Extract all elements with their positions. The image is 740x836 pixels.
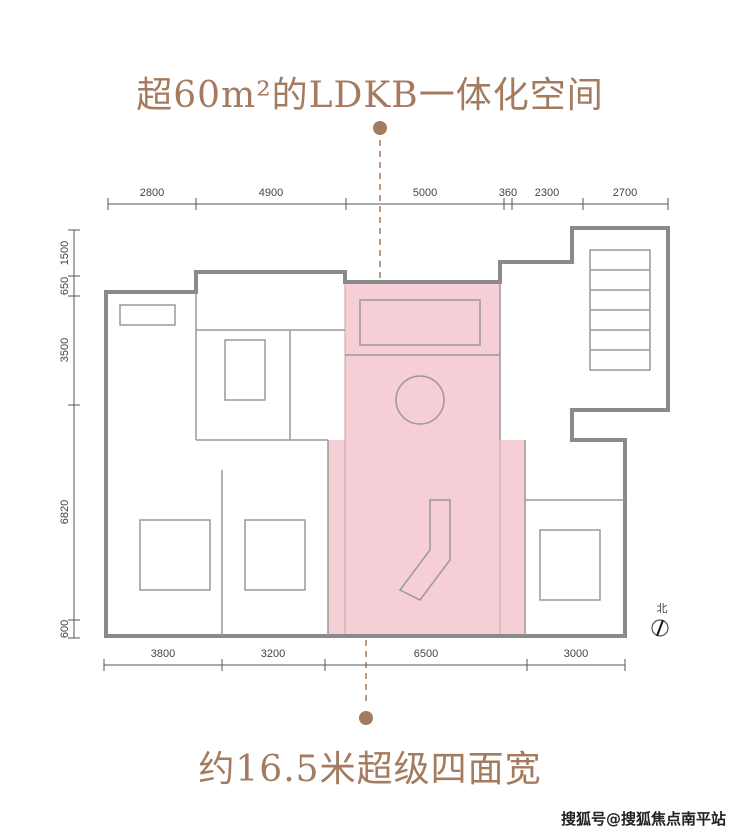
watermark: 搜狐号@搜狐焦点南平站	[560, 810, 726, 828]
headline: 超60m²的LDKB一体化空间	[136, 75, 604, 116]
bottom-marker-dot	[359, 711, 373, 725]
top-marker-dot	[373, 121, 387, 135]
dim-top: 360	[499, 187, 517, 199]
dim-top: 2700	[613, 187, 637, 199]
dim-left: 6820	[59, 500, 71, 524]
dim-top: 2800	[140, 187, 164, 199]
dim-left: 1500	[59, 241, 71, 265]
dim-top: 2300	[535, 187, 559, 199]
dim-bottom: 3200	[261, 648, 285, 660]
dim-bottom: 3800	[151, 648, 175, 660]
dim-bottom: 3000	[564, 648, 588, 660]
dim-left: 3500	[59, 338, 71, 362]
dim-bottom: 6500	[414, 648, 438, 660]
subheadline: 约16.5米超级四面宽	[198, 749, 542, 790]
north-label: 北	[657, 602, 668, 615]
dim-top: 4900	[259, 187, 283, 199]
ldkb-highlight	[328, 281, 525, 637]
bottom-dimension-line: 3800 3200 6500 3000	[103, 648, 626, 671]
left-dimension-line: 1500 650 3500 6820 600	[59, 229, 80, 639]
top-dimension-line: 2800 4900 5000 360 2300 2700	[107, 187, 669, 210]
interior-walls	[119, 249, 651, 636]
dim-top: 5000	[413, 187, 437, 199]
dim-left: 600	[59, 620, 71, 638]
walls	[104, 226, 670, 638]
north-arrow-icon: 北	[651, 602, 669, 637]
dim-left: 650	[59, 277, 71, 295]
